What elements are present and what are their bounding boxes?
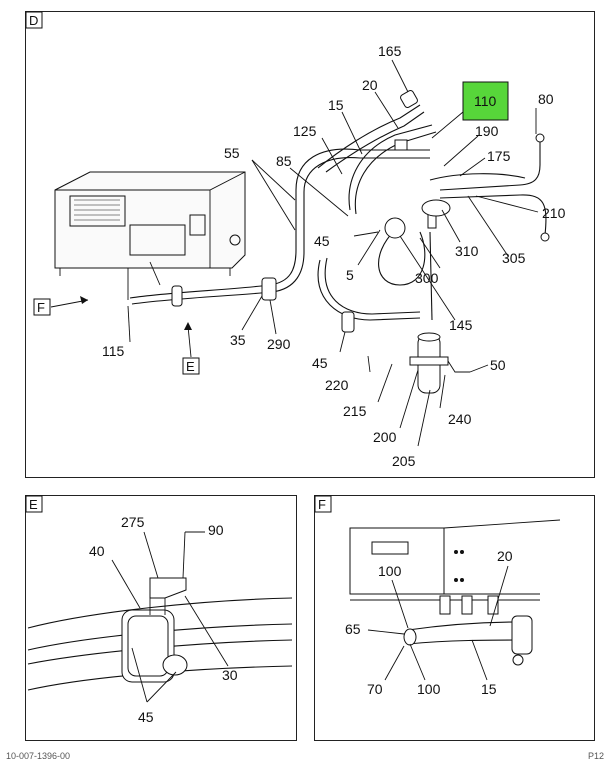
- leader-lines-d: [127, 59, 539, 447]
- callout: 40: [89, 543, 105, 559]
- svg-text:E: E: [186, 359, 195, 374]
- callout: 30: [222, 667, 238, 683]
- callout: 275: [121, 514, 145, 530]
- leader-110: [431, 111, 464, 139]
- highlight-callout-box: [462, 81, 509, 121]
- callout: 35: [230, 332, 246, 348]
- callout: 305: [502, 250, 526, 266]
- view-d-tag: D: [29, 13, 38, 28]
- callout: 300: [415, 270, 439, 286]
- view-f-tag-box: [314, 495, 332, 513]
- unit-bottom-drawing: [349, 519, 561, 666]
- callout: 20: [497, 548, 513, 564]
- view-e-tag-box: [25, 495, 43, 513]
- view-ref-f: F: [33, 296, 89, 316]
- callout: 190: [475, 123, 499, 139]
- callout: 45: [138, 709, 154, 725]
- callout: 20: [362, 77, 378, 93]
- footer-drawing-number: 10-007-1396-00: [6, 751, 71, 761]
- callout: 210: [542, 205, 566, 221]
- callouts-view-f: 20 100 65 100 70 15: [345, 548, 513, 697]
- callout: 80: [538, 91, 554, 107]
- svg-text:F: F: [37, 300, 45, 315]
- callout: 290: [267, 336, 291, 352]
- callout: 100: [378, 563, 402, 579]
- callout: 90: [208, 522, 224, 538]
- hvac-unit-drawing: [54, 171, 246, 300]
- callout: 5: [346, 267, 354, 283]
- view-d-tag-box: [25, 11, 43, 29]
- callout: 70: [367, 681, 383, 697]
- callout: 115: [102, 343, 125, 359]
- leader-lines-f: [367, 565, 509, 681]
- callout: 85: [276, 153, 292, 169]
- callout: 45: [314, 233, 330, 249]
- callout: 65: [345, 621, 361, 637]
- callout: 220: [325, 377, 349, 393]
- callout-110: 110: [474, 93, 497, 109]
- callout: 100: [417, 681, 441, 697]
- callouts-view-d: 165 20 15 125 190 80 175 55 85 210 45 31…: [102, 43, 566, 469]
- clamp-detail-drawing: [27, 577, 293, 691]
- callout: 15: [481, 681, 497, 697]
- footer-page: P12: [587, 751, 604, 761]
- callout: 145: [449, 317, 473, 333]
- callout: 125: [293, 123, 317, 139]
- callouts-view-e: 275 90 40 30 45: [89, 514, 238, 725]
- callout: 15: [328, 97, 344, 113]
- callout: 200: [373, 429, 397, 445]
- callout: 165: [378, 43, 402, 59]
- view-e-tag: E: [29, 497, 38, 512]
- callout: 45: [312, 355, 328, 371]
- callout: 310: [455, 243, 479, 259]
- callout: 205: [392, 453, 416, 469]
- view-f-tag: F: [318, 497, 326, 512]
- callout: 175: [487, 148, 511, 164]
- view-ref-e: E: [182, 322, 200, 375]
- callout: 50: [490, 357, 506, 373]
- callout: 55: [224, 145, 240, 161]
- callout: 215: [343, 403, 367, 419]
- leader-lines-e: [111, 531, 229, 703]
- receiver-drier: [409, 332, 470, 394]
- callout: 240: [448, 411, 472, 427]
